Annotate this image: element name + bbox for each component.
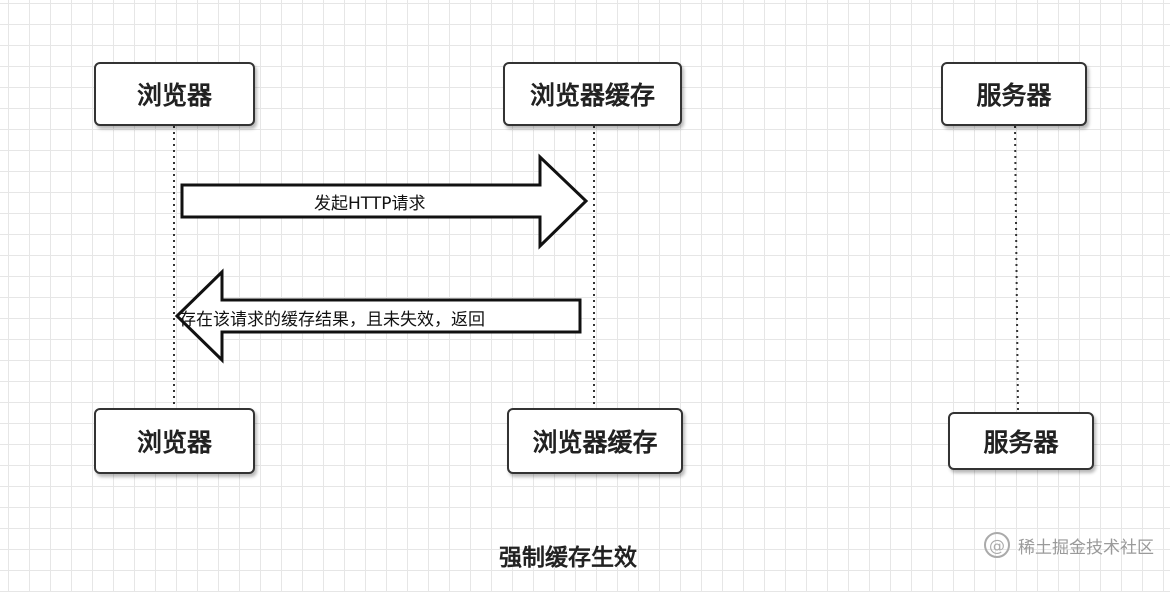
watermark-text: 稀土掘金技术社区 — [1018, 537, 1154, 558]
lifeline-server — [1014, 125, 1019, 413]
participant-browser-cache-top: 浏览器缓存 — [503, 62, 682, 126]
participant-browser-top: 浏览器 — [94, 62, 255, 126]
watermark: @ 稀土掘金技术社区 — [984, 532, 1154, 558]
participant-server-top: 服务器 — [941, 62, 1087, 126]
response-message-label: 存在该请求的缓存结果，且未失效，返回 — [179, 310, 485, 330]
request-arrow — [180, 153, 589, 250]
at-sign-icon: @ — [984, 532, 1010, 558]
participant-browser-cache-bottom: 浏览器缓存 — [507, 408, 683, 474]
participant-server-bottom: 服务器 — [948, 412, 1094, 470]
participant-browser-bottom: 浏览器 — [94, 408, 255, 474]
diagram-caption: 强制缓存生效 — [499, 545, 637, 571]
response-arrow — [174, 268, 582, 364]
request-message-label: 发起HTTP请求 — [314, 194, 426, 214]
